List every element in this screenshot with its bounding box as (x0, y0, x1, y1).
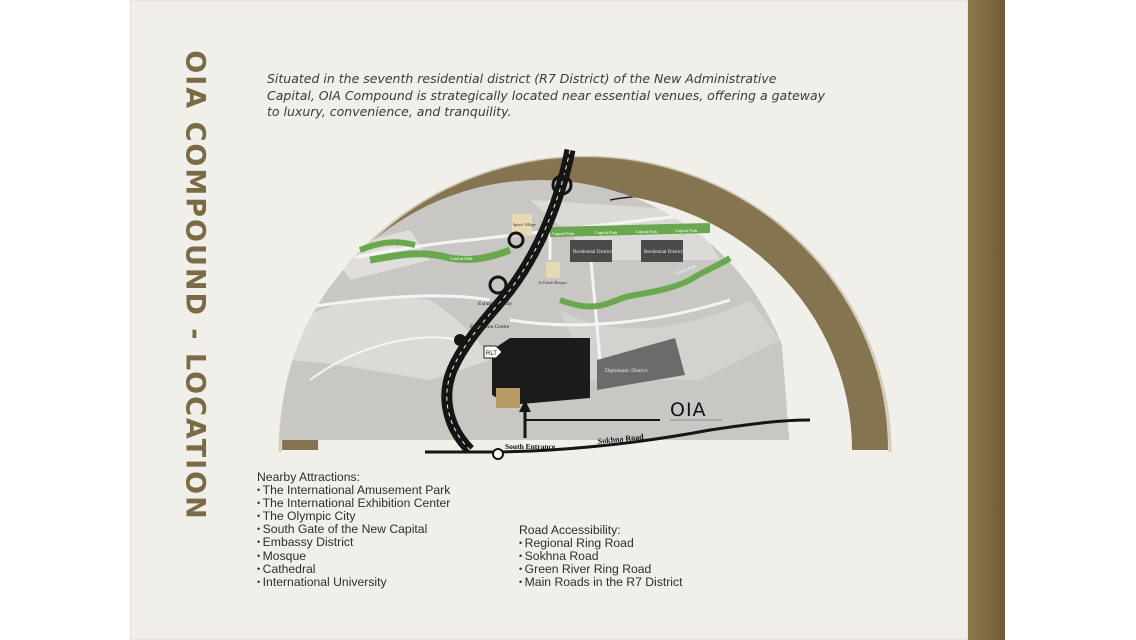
residential-district-label: Residential District (573, 250, 612, 255)
sports-village-label: Sports Village (513, 222, 536, 227)
roundabout (507, 231, 525, 249)
oia-compound-marker (496, 388, 520, 408)
green-park-strip (549, 223, 711, 237)
park-label: Capital Park (675, 228, 698, 233)
road-item: Sokhna Road (519, 550, 682, 563)
rlt-tag (483, 345, 503, 359)
roundabout (551, 174, 573, 196)
south-entrance-label: South Entrance (505, 442, 556, 451)
green-park-strip (369, 246, 512, 264)
arrow-up-icon (519, 400, 531, 412)
road-accessibility: Road Accessibility: Regional Ring Road S… (519, 523, 683, 589)
residential-district-1 (570, 240, 612, 262)
attraction-item: Mosque (257, 549, 450, 563)
mosque-label: Al Fattah Mosque (538, 280, 567, 285)
road-item: Green River Ring Road (519, 563, 682, 576)
page-edge-stripe (968, 0, 1005, 640)
park-label: Capital Park (595, 230, 618, 235)
park-label: Capital Park (552, 231, 575, 236)
highway-median (446, 149, 571, 451)
exhibition-city-label: Exhibition City (478, 301, 512, 307)
location-map: RLT South Entrance Sokhna Road Exhibitio… (278, 148, 892, 460)
park-label: Central Park (450, 256, 473, 261)
attractions-heading: Nearby Attractions: (257, 470, 360, 484)
nearby-attractions: Nearby Attractions: The International Am… (257, 470, 451, 589)
attraction-item: The International Amusement Park (257, 483, 451, 497)
intro-paragraph: Situated in the seventh residential dist… (267, 71, 826, 119)
map-street (509, 298, 731, 327)
oia-logo: OIA (670, 399, 707, 421)
attraction-item: International University (257, 575, 450, 589)
exhibition-centre-label: Exhibition Centre (470, 324, 510, 330)
park-label: Capital Park (635, 229, 658, 234)
map-street (309, 336, 461, 381)
road-item: Regional Ring Road (519, 536, 682, 550)
roundabout (454, 334, 466, 346)
sports-village-block (512, 214, 532, 236)
sokhna-road (425, 418, 811, 454)
green-park-strip (558, 255, 732, 310)
residential-district-label: Residential District (644, 250, 683, 255)
attraction-item: Cathedral (257, 562, 450, 576)
attraction-item: Embassy District (257, 536, 450, 549)
diplomatic-district-block (597, 338, 685, 390)
roads-heading: Road Accessibility: (519, 523, 621, 537)
mosque-block (546, 262, 560, 278)
road-item: Main Roads in the R7 District (519, 576, 683, 589)
south-entrance-marker (492, 448, 504, 460)
residential-district-2 (641, 240, 683, 262)
diplomatic-district-label: Diplomatic District (605, 368, 648, 374)
map-block (280, 296, 490, 380)
attraction-item: South Gate of the New Capital (257, 523, 450, 536)
park-label: Central Park (373, 245, 397, 255)
attraction-item: The Olympic City (257, 510, 450, 523)
attraction-item: The International Exhibition Center (257, 497, 451, 510)
rlt-label: RLT (486, 351, 497, 357)
roundabout (488, 275, 508, 295)
green-park-strip (358, 239, 416, 253)
